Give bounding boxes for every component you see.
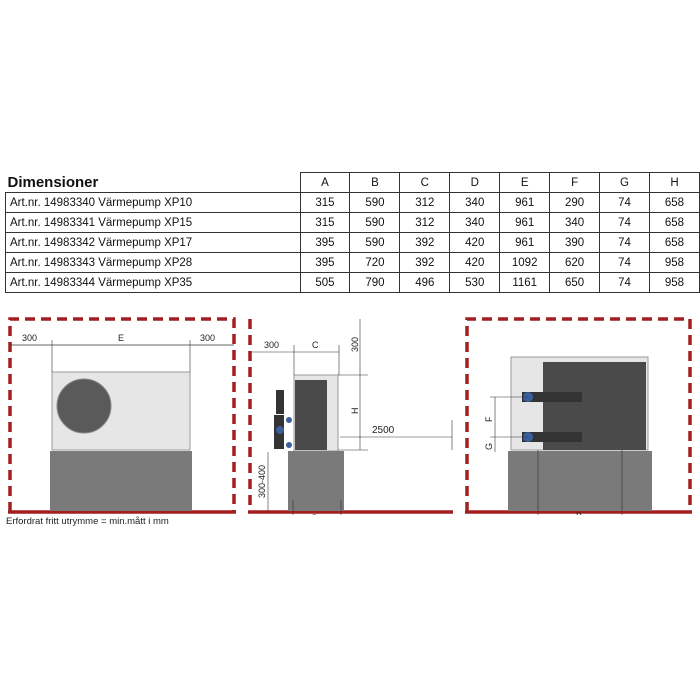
dimension-cell-a: 505 bbox=[299, 272, 351, 293]
dim-depth-c: C bbox=[312, 340, 319, 350]
dimension-cell-b: 590 bbox=[349, 212, 401, 233]
model-name: Art.nr. 14983341 Värmepump XP15 bbox=[5, 212, 301, 233]
column-header: G bbox=[599, 172, 650, 193]
dimension-cell-c: 312 bbox=[399, 192, 451, 213]
table-title: Dimensioner bbox=[7, 173, 99, 191]
dimension-cell-d: 420 bbox=[449, 252, 501, 273]
dimensions-table: Dimensioner A B C D E F G H Art.nr. 1498… bbox=[5, 172, 700, 293]
dimension-cell-h: 658 bbox=[648, 192, 700, 213]
column-header: E bbox=[499, 172, 551, 193]
dimension-cell-d: 340 bbox=[449, 192, 501, 213]
dimension-cell-h: 658 bbox=[648, 212, 700, 233]
dimension-cell-g: 74 bbox=[599, 212, 650, 233]
dimension-cell-b: 590 bbox=[349, 192, 401, 213]
dimension-cell-e: 961 bbox=[499, 192, 551, 213]
dim-right-clearance: 300 bbox=[200, 333, 215, 343]
dim-top-clearance: 300 bbox=[350, 337, 360, 352]
dimension-cell-g: 74 bbox=[599, 272, 650, 293]
dimension-cell-f: 340 bbox=[549, 212, 601, 233]
installation-drawing: 300 E 300 300 C 300 H 2500 30 bbox=[8, 317, 692, 515]
dimension-cell-a: 315 bbox=[299, 192, 351, 213]
column-header: A bbox=[299, 172, 351, 193]
model-name: Art.nr. 14983344 Värmepump XP35 bbox=[5, 272, 301, 293]
column-header: C bbox=[399, 172, 451, 193]
dimension-cell-b: 790 bbox=[349, 272, 401, 293]
column-header: F bbox=[549, 172, 601, 193]
base-block bbox=[50, 451, 192, 511]
front-view: 300 E 300 bbox=[8, 317, 236, 514]
clearance-frame bbox=[465, 317, 692, 512]
dimension-cell-c: 312 bbox=[399, 212, 451, 233]
column-header: H bbox=[648, 172, 700, 193]
dimension-cell-f: 390 bbox=[549, 232, 601, 253]
dimension-cell-g: 74 bbox=[599, 232, 650, 253]
dim-f: F bbox=[484, 416, 494, 422]
dim-width-e: E bbox=[118, 333, 124, 343]
pipe-connections bbox=[274, 390, 292, 449]
dim-front-clearance: 2500 bbox=[372, 425, 395, 436]
dimension-cell-a: 395 bbox=[299, 232, 351, 253]
dimension-cell-e: 1092 bbox=[499, 252, 551, 273]
rear-view: F G B bbox=[465, 317, 692, 515]
dim-b: B bbox=[576, 511, 582, 515]
dimension-cell-f: 620 bbox=[549, 252, 601, 273]
base-block bbox=[508, 451, 652, 511]
model-name: Art.nr. 14983343 Värmepump XP28 bbox=[5, 252, 301, 273]
dim-g: G bbox=[484, 443, 494, 450]
dimension-cell-f: 650 bbox=[549, 272, 601, 293]
dimension-cell-c: 392 bbox=[399, 252, 451, 273]
dimension-cell-h: 958 bbox=[648, 272, 700, 293]
table-header-row: Dimensioner A B C D E F G H bbox=[6, 172, 700, 193]
base-block bbox=[288, 451, 344, 511]
dimension-cell-a: 395 bbox=[299, 252, 351, 273]
dimension-cell-b: 720 bbox=[349, 252, 401, 273]
dim-height-h: H bbox=[350, 408, 360, 415]
dimension-cell-d: 530 bbox=[449, 272, 501, 293]
dimension-cell-d: 340 bbox=[449, 212, 501, 233]
footnote: Erfordrat fritt utrymme = min.mått i mm bbox=[6, 516, 169, 527]
dimension-cell-c: 496 bbox=[399, 272, 451, 293]
model-name: Art.nr. 14983340 Värmepump XP10 bbox=[5, 192, 301, 213]
dimension-cell-g: 74 bbox=[599, 192, 650, 213]
side-view: 300 C 300 H 2500 300-400 D bbox=[248, 319, 453, 515]
dim-left-clearance: 300 bbox=[22, 333, 37, 343]
dimension-cell-d: 420 bbox=[449, 232, 501, 253]
dimension-cell-f: 290 bbox=[549, 192, 601, 213]
dimension-cell-e: 1161 bbox=[499, 272, 551, 293]
dimension-cell-h: 958 bbox=[648, 252, 700, 273]
dimension-cell-e: 961 bbox=[499, 232, 551, 253]
model-name: Art.nr. 14983342 Värmepump XP17 bbox=[5, 232, 301, 253]
dimension-cell-g: 74 bbox=[599, 252, 650, 273]
dim-base-height: 300-400 bbox=[257, 465, 267, 498]
dimension-cell-c: 392 bbox=[399, 232, 451, 253]
column-header: D bbox=[449, 172, 501, 193]
dimension-cell-e: 961 bbox=[499, 212, 551, 233]
dimension-cell-a: 315 bbox=[299, 212, 351, 233]
fan-grille bbox=[56, 378, 112, 434]
clearance-frame bbox=[8, 317, 236, 512]
dimension-cell-h: 658 bbox=[648, 232, 700, 253]
dim-back-clearance: 300 bbox=[264, 340, 279, 350]
dim-base-depth-d: D bbox=[312, 513, 319, 515]
dimension-cell-b: 590 bbox=[349, 232, 401, 253]
column-header: B bbox=[349, 172, 401, 193]
